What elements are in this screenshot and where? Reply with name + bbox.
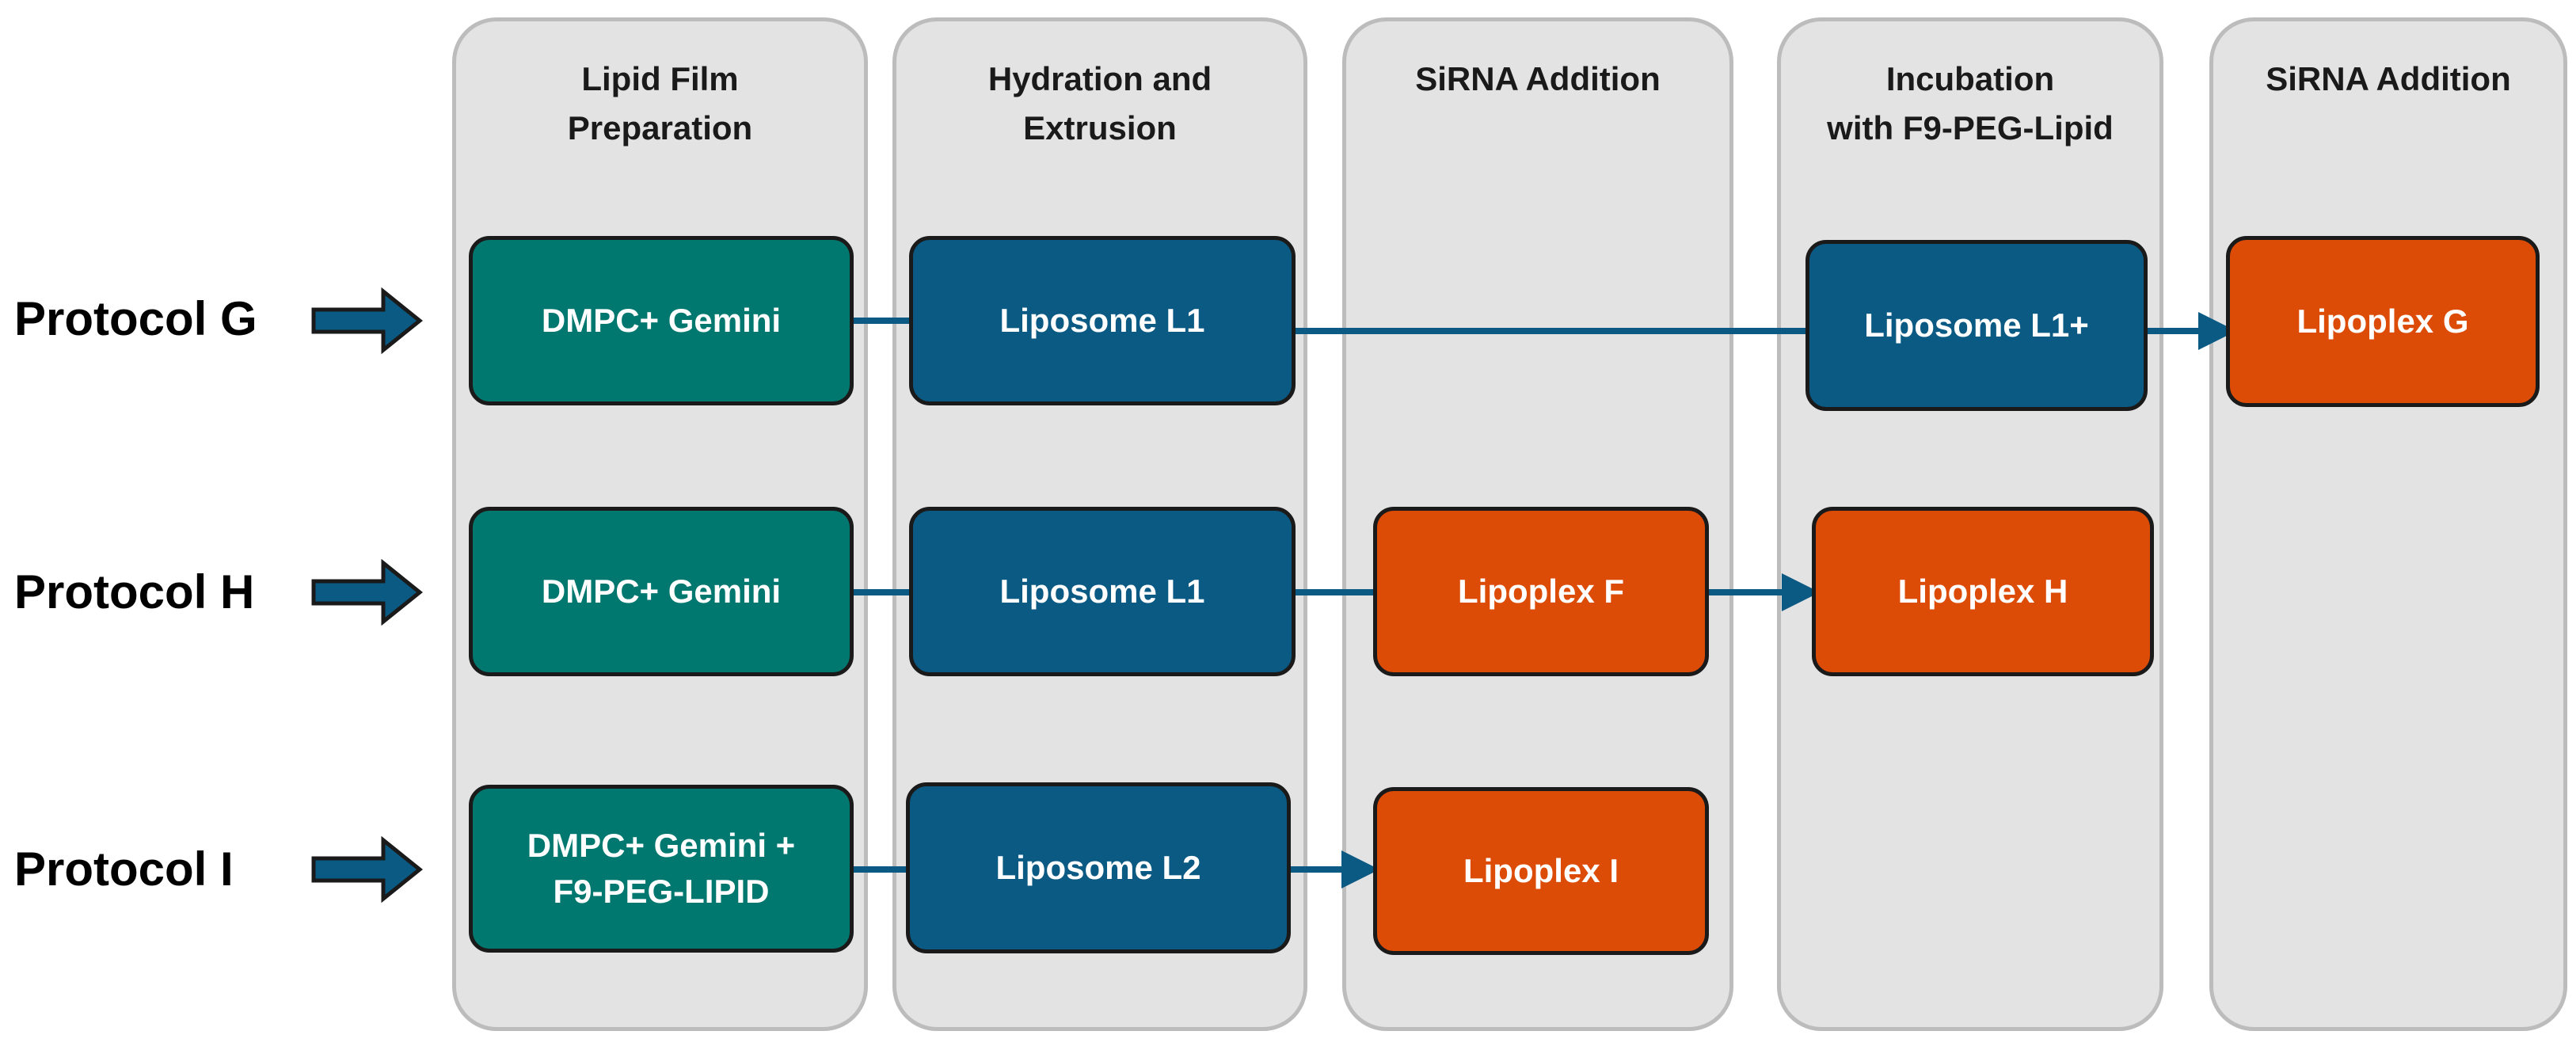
stage-title: SiRNA Addition bbox=[2266, 60, 2511, 97]
stage-title: SiRNA Addition bbox=[1415, 60, 1661, 97]
node-g-liposome-l1-plus: Liposome L1+ bbox=[1805, 240, 2148, 411]
node-g-lipoplex-g: Lipoplex G bbox=[2226, 236, 2540, 407]
protocol-g-arrow-icon bbox=[311, 287, 423, 355]
node-g-dmpc-gemini: DMPC+ Gemini bbox=[469, 236, 854, 405]
node-i-dmpc-gemini-f9-peg-lipid: DMPC+ Gemini + F9-PEG-LIPID bbox=[469, 785, 854, 953]
node-i-lipoplex-i: Lipoplex I bbox=[1373, 787, 1709, 955]
node-g-liposome-l1: Liposome L1 bbox=[909, 236, 1296, 405]
protocol-i-label: Protocol I bbox=[14, 843, 234, 896]
node-h-lipoplex-h: Lipoplex H bbox=[1812, 507, 2154, 676]
stage-title: Incubation with F9-PEG-Lipid bbox=[1827, 60, 2114, 146]
stage-title: Hydration and Extrusion bbox=[987, 60, 1212, 146]
protocol-h-label: Protocol H bbox=[14, 565, 255, 618]
stage-column-sirna-addition-2: SiRNA Addition bbox=[2209, 17, 2567, 1031]
protocol-i-arrow-icon bbox=[311, 835, 423, 904]
protocol-h-arrow-icon bbox=[311, 558, 423, 626]
protocol-g-label: Protocol G bbox=[14, 292, 257, 345]
node-h-liposome-l1: Liposome L1 bbox=[909, 507, 1296, 676]
stage-title: Lipid Film Preparation bbox=[567, 60, 753, 146]
node-h-lipoplex-f: Lipoplex F bbox=[1373, 507, 1709, 676]
node-h-dmpc-gemini: DMPC+ Gemini bbox=[469, 507, 854, 676]
node-i-liposome-l2: Liposome L2 bbox=[906, 782, 1291, 953]
